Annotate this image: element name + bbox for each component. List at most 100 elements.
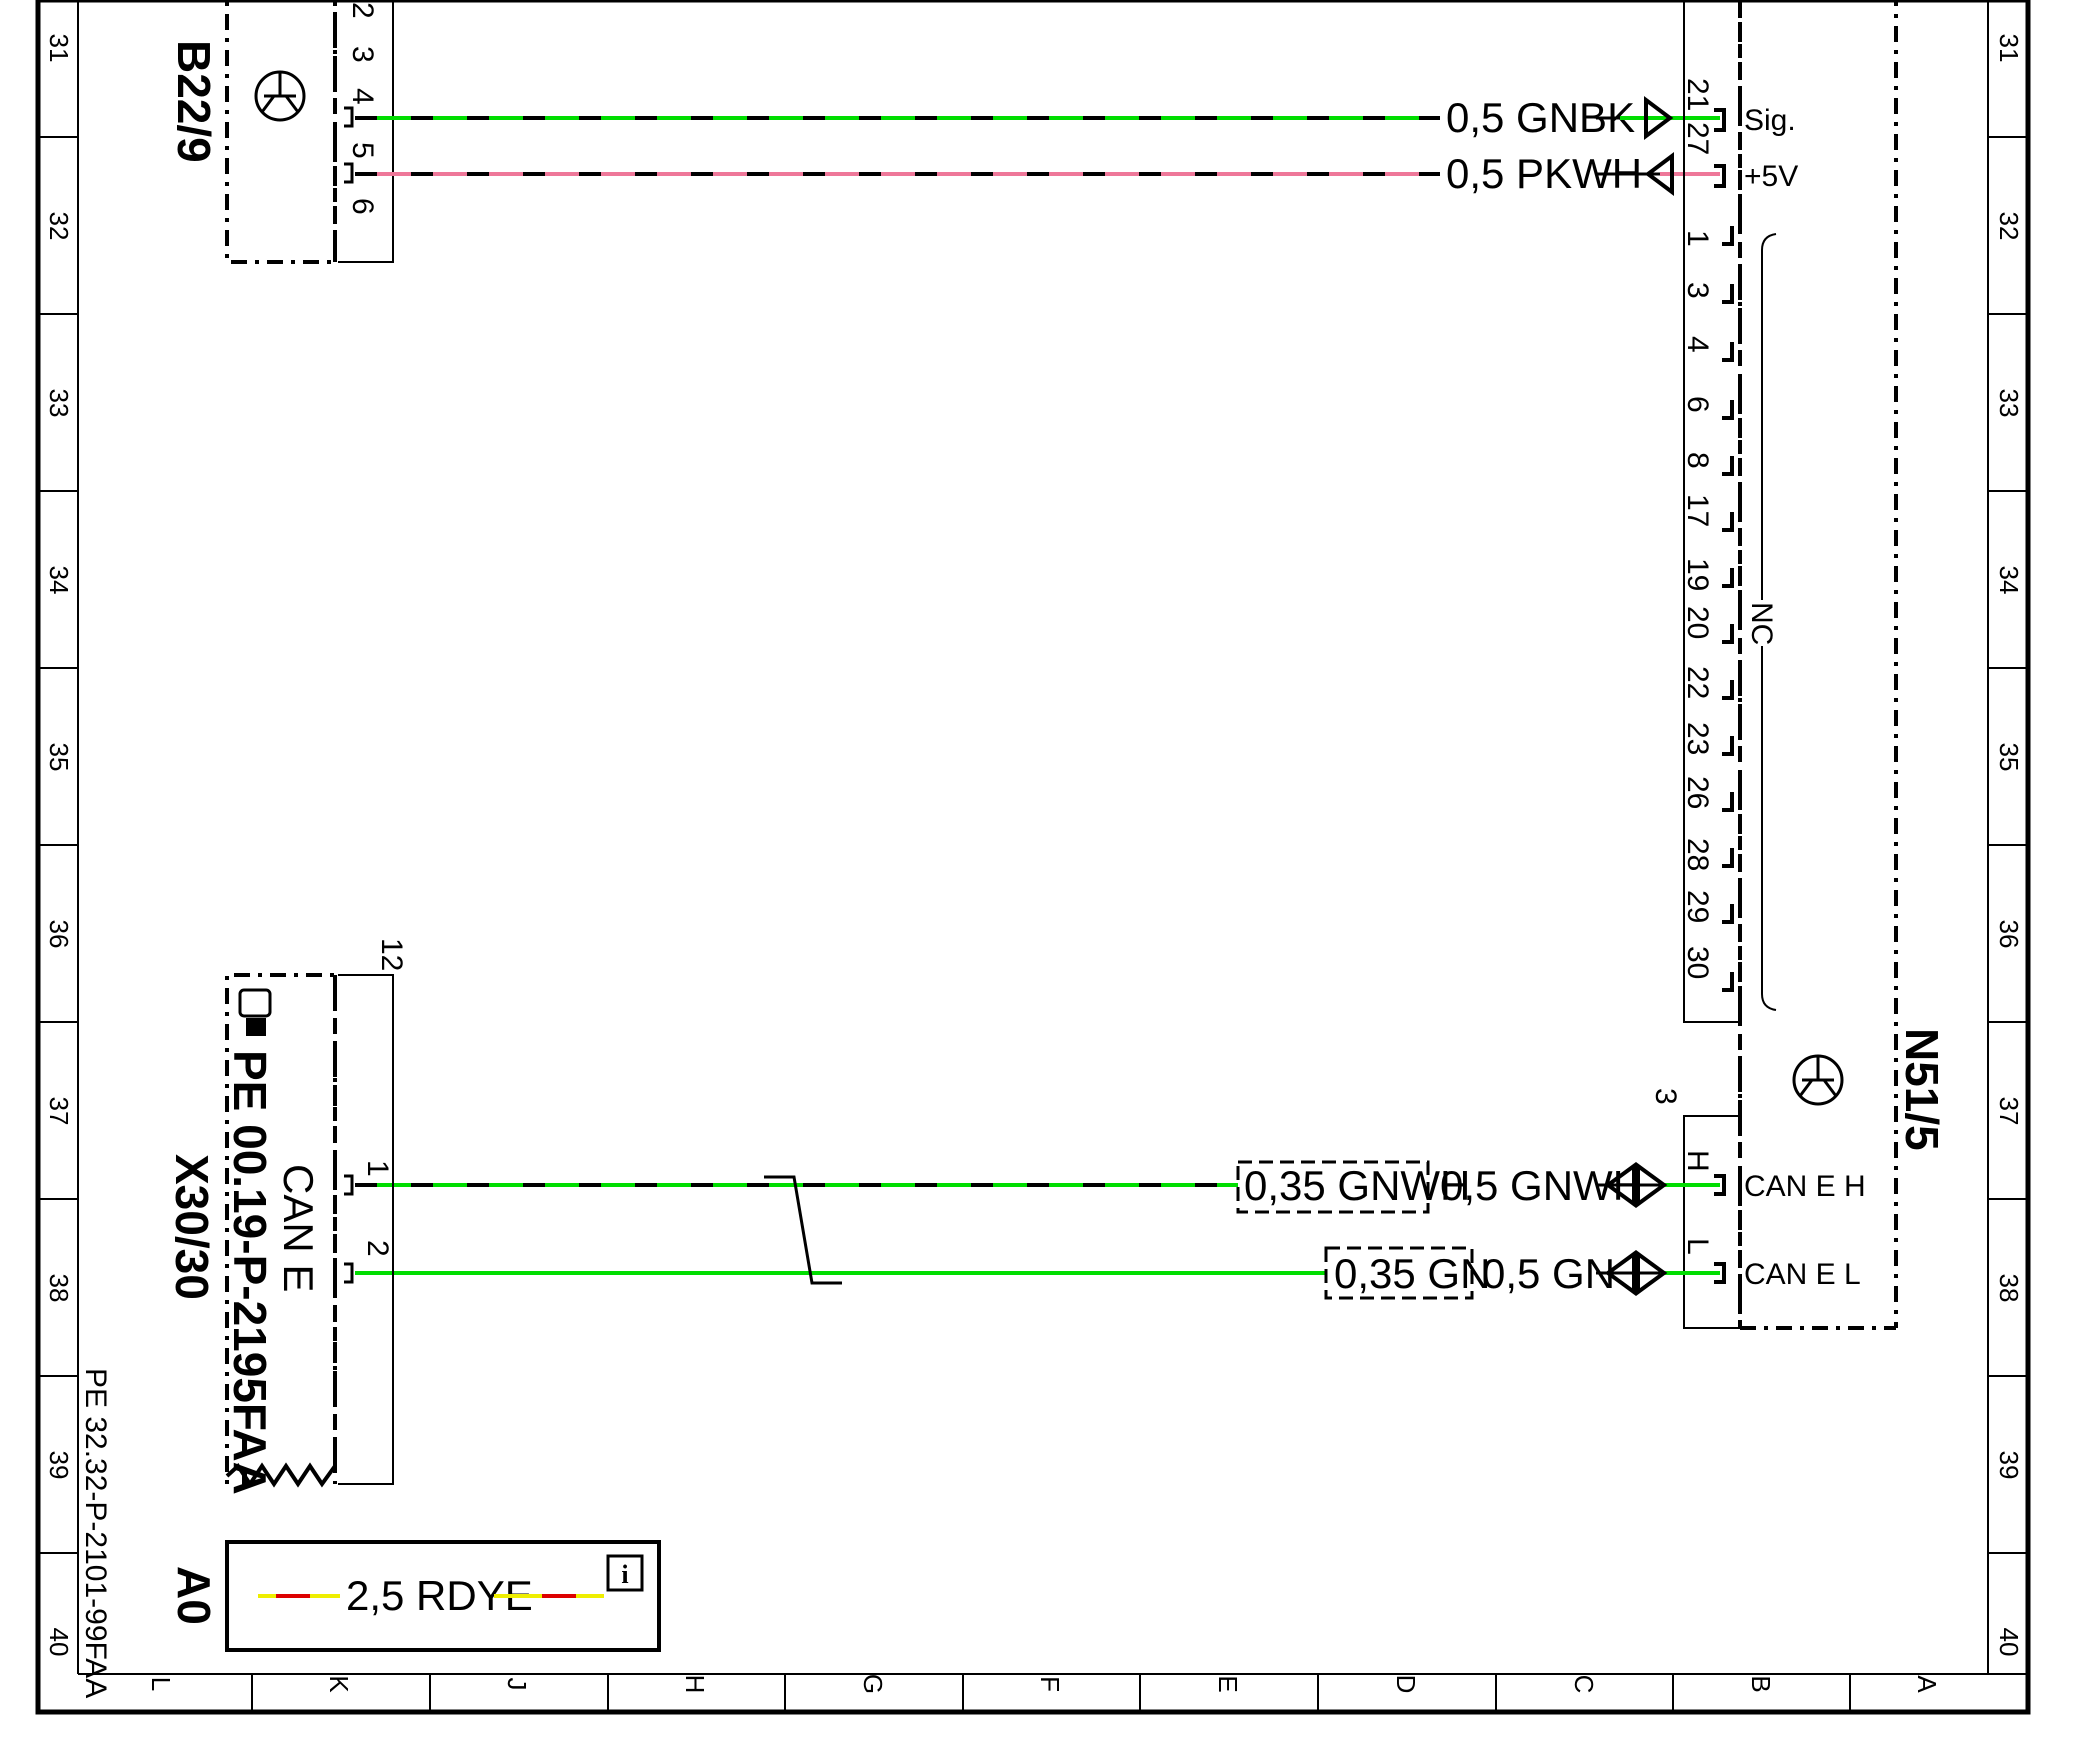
- pin-label: 3: [1681, 282, 1714, 299]
- row-label: 31: [1994, 34, 2024, 63]
- control-unit-n51-5: N51/5 21 27 1 3 4 6 8 17 19 20 22 23 26 …: [1649, 0, 1948, 1330]
- signal-label: CAN E L: [1744, 1258, 1861, 1291]
- pin-label: 5: [346, 142, 379, 159]
- twisted-pair-icon: [764, 1175, 842, 1285]
- pin-label: 1: [1681, 230, 1714, 247]
- arrow-icon: [1604, 1250, 1636, 1296]
- pin-label: 8: [1681, 452, 1714, 469]
- drawing-frame: [35, 0, 2031, 1715]
- row-label: 36: [1994, 920, 2024, 949]
- row-label: 34: [44, 566, 74, 595]
- wire-alt-label: 0,35 GN: [1334, 1250, 1490, 1297]
- x30-30-label: X30/30: [166, 1154, 218, 1300]
- arrow-icon: [1644, 152, 1674, 196]
- row-label: 35: [44, 743, 74, 772]
- column-label: A: [1912, 1675, 1942, 1693]
- reference-label: PE 00.19-P-2195FAA: [224, 1050, 276, 1495]
- row-label: 39: [1994, 1451, 2024, 1480]
- row-label: 32: [1994, 212, 2024, 241]
- column-ticks: [251, 1674, 1851, 1712]
- wire-alt-label: 0,35 GNWH: [1244, 1162, 1470, 1209]
- arrow-icon: [1604, 1162, 1636, 1208]
- column-label: F: [1035, 1676, 1065, 1692]
- wire-gnwh: 0,35 GNWH 0,5 GNWH: [355, 1160, 1720, 1214]
- a0-label: A0: [168, 1566, 220, 1625]
- signal-label: +5V: [1744, 160, 1798, 193]
- pin-label: 27: [1681, 122, 1714, 155]
- pin-label: 2: [361, 1240, 394, 1257]
- wire-label: 0,5 GN: [1482, 1250, 1615, 1297]
- pin-label: 6: [346, 198, 379, 215]
- pin-label: 4: [346, 88, 379, 105]
- pin-label: 30: [1681, 946, 1714, 979]
- row-labels-left: 31 32 33 34 35 36 37 38 39 40: [44, 34, 74, 1657]
- pin-label: 29: [1681, 890, 1714, 923]
- page-reference: PE 32.32-P-2101-99FAA: [79, 1368, 112, 1698]
- row-label: 35: [1994, 743, 2024, 772]
- column-labels: L K J H G F E D C B A: [146, 1674, 1942, 1694]
- row-label: 40: [44, 1628, 74, 1657]
- column-label: L: [146, 1677, 176, 1691]
- break-icon: [225, 1462, 337, 1488]
- wire-pkwh: 0,5 PKWH: [355, 150, 1720, 197]
- svg-text:i: i: [621, 1560, 628, 1589]
- column-label: K: [324, 1675, 354, 1693]
- arrow-icon: [1644, 96, 1674, 140]
- pin-label: 28: [1681, 838, 1714, 871]
- n51-5-label: N51/5: [1896, 1028, 1948, 1151]
- transistor-icon: [254, 70, 306, 122]
- arrow-icon: [1636, 1250, 1668, 1296]
- row-label: 33: [44, 389, 74, 418]
- connector-number: 3: [1649, 1088, 1682, 1105]
- connector-x30-30: 12 1 2 CAN E PE 00.19-P-2195FAA X30/30: [166, 938, 408, 1495]
- column-label: C: [1569, 1675, 1599, 1694]
- column-label: H: [680, 1675, 710, 1694]
- pin-label: 3: [346, 46, 379, 63]
- row-label: 40: [1994, 1628, 2024, 1657]
- pin-label: 21: [1681, 78, 1714, 111]
- row-label: 39: [44, 1451, 74, 1480]
- pin-label: 22: [1681, 666, 1714, 699]
- column-label: B: [1746, 1675, 1776, 1692]
- signal-label: Sig.: [1744, 104, 1796, 137]
- column-label: D: [1391, 1675, 1421, 1694]
- pin-label: 6: [1681, 396, 1714, 413]
- column-label: G: [858, 1674, 888, 1694]
- bus-name: CAN E: [275, 1164, 322, 1292]
- pin-label: 23: [1681, 722, 1714, 755]
- connector-number: 12: [375, 938, 408, 971]
- pin-ticks: [1714, 108, 1734, 992]
- pin-label: 4: [1681, 336, 1714, 353]
- pin-label: 20: [1681, 606, 1714, 639]
- row-label: 31: [44, 34, 74, 63]
- row-label: 38: [1994, 1274, 2024, 1303]
- column-label: J: [502, 1678, 532, 1691]
- row-label: 32: [44, 212, 74, 241]
- pin-label: 2: [346, 2, 379, 19]
- sensor-b22-9: B22/9 2 3 4 5 6: [168, 0, 394, 264]
- hand-pointer-icon: [238, 988, 272, 1036]
- row-labels-right: 31 32 33 34 35 36 37 38 39 40: [1994, 34, 2024, 1657]
- info-icon[interactable]: i: [606, 1554, 644, 1592]
- row-label: 34: [1994, 566, 2024, 595]
- b22-9-label: B22/9: [168, 40, 220, 163]
- pin-label: L: [1681, 1238, 1714, 1255]
- pin-label: 19: [1681, 558, 1714, 591]
- row-label: 37: [1994, 1097, 2024, 1126]
- pin-label: 17: [1681, 494, 1714, 527]
- row-ticks: [38, 136, 2028, 1554]
- transistor-icon: [1792, 1054, 1844, 1106]
- row-label: 38: [44, 1274, 74, 1303]
- column-label: E: [1213, 1675, 1243, 1692]
- legend-a0: A0 2,5 RDYE i: [168, 1540, 661, 1652]
- pin-label: 1: [361, 1160, 394, 1177]
- row-label: 36: [44, 920, 74, 949]
- pin-label: H: [1681, 1150, 1714, 1172]
- nc-label: NC: [1745, 602, 1778, 645]
- wire-gn: 0,35 GN 0,5 GN: [355, 1246, 1720, 1300]
- row-label: 37: [44, 1097, 74, 1126]
- pin-label: 26: [1681, 776, 1714, 809]
- signal-label: CAN E H: [1744, 1170, 1866, 1203]
